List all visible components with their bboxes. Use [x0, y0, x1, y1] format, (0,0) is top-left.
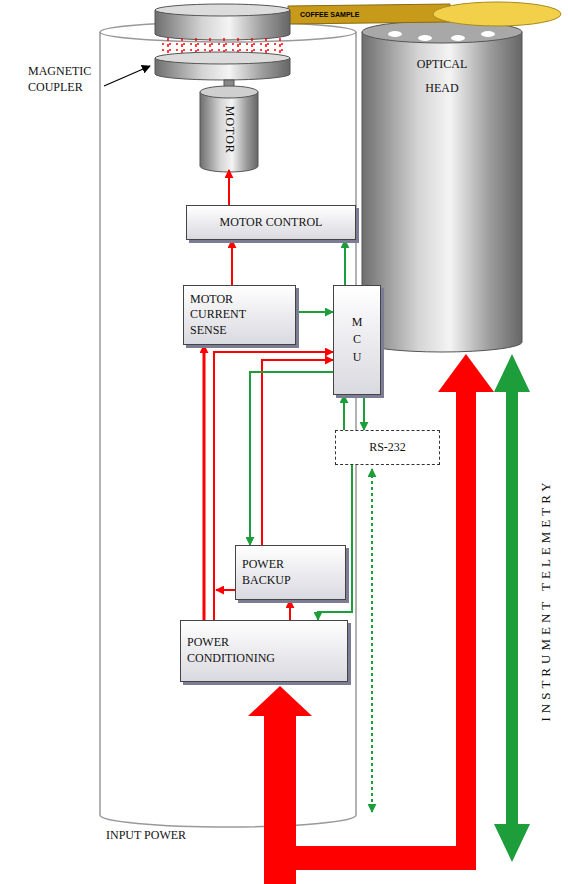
signal-connector	[343, 395, 345, 430]
serial-link	[371, 469, 373, 812]
input-power-arrow	[248, 354, 494, 884]
node-text: MOTOR	[221, 106, 237, 154]
process-box: POWER BACKUP	[235, 545, 346, 600]
power-connector	[262, 360, 333, 545]
housing-cylinder	[100, 32, 356, 827]
signal-label: INPUT POWER	[106, 828, 186, 844]
power-wire	[216, 589, 235, 591]
optical-head: OPTICAL HEAD	[385, 50, 499, 102]
node-text: MOTOR CURRENT SENSE	[190, 292, 268, 339]
power-connector	[203, 345, 206, 620]
coffee-sample-tray	[288, 2, 561, 26]
mcu-box: M C U	[333, 285, 381, 395]
optional-box: RS-232	[335, 430, 440, 465]
node-text: MOTOR CONTROL	[220, 215, 323, 231]
magnetic-coupler	[155, 4, 290, 92]
node-text: POWER BACKUP	[242, 557, 322, 588]
process-box: MOTOR CONTROL	[186, 205, 356, 240]
signal-connector	[363, 395, 365, 430]
node-text: M C U	[351, 314, 363, 366]
power-connector	[228, 170, 230, 205]
motor-cylinder	[200, 86, 258, 172]
signal-connector	[250, 372, 333, 545]
optical-head-cylinder	[362, 21, 522, 352]
node-text: POWER CONDITIONING	[187, 635, 307, 666]
motor: MOTOR	[200, 90, 258, 170]
signal-connector	[344, 240, 346, 285]
signal-label: INSTRUMENT TELEMETRY	[538, 478, 555, 721]
leader-arrow	[104, 66, 150, 86]
power-connector	[289, 600, 291, 620]
power-connector	[231, 240, 233, 285]
process-box: MOTOR CURRENT SENSE	[183, 285, 296, 345]
node-text: RS-232	[369, 440, 406, 456]
node-text: OPTICAL HEAD	[406, 52, 478, 100]
telemetry-arrow	[494, 354, 530, 862]
part-label: MAGNETIC COUPLER	[28, 64, 112, 95]
process-box: POWER CONDITIONING	[180, 620, 348, 682]
part-label: COFFEE SAMPLE	[300, 10, 360, 19]
signal-connector	[296, 311, 333, 313]
